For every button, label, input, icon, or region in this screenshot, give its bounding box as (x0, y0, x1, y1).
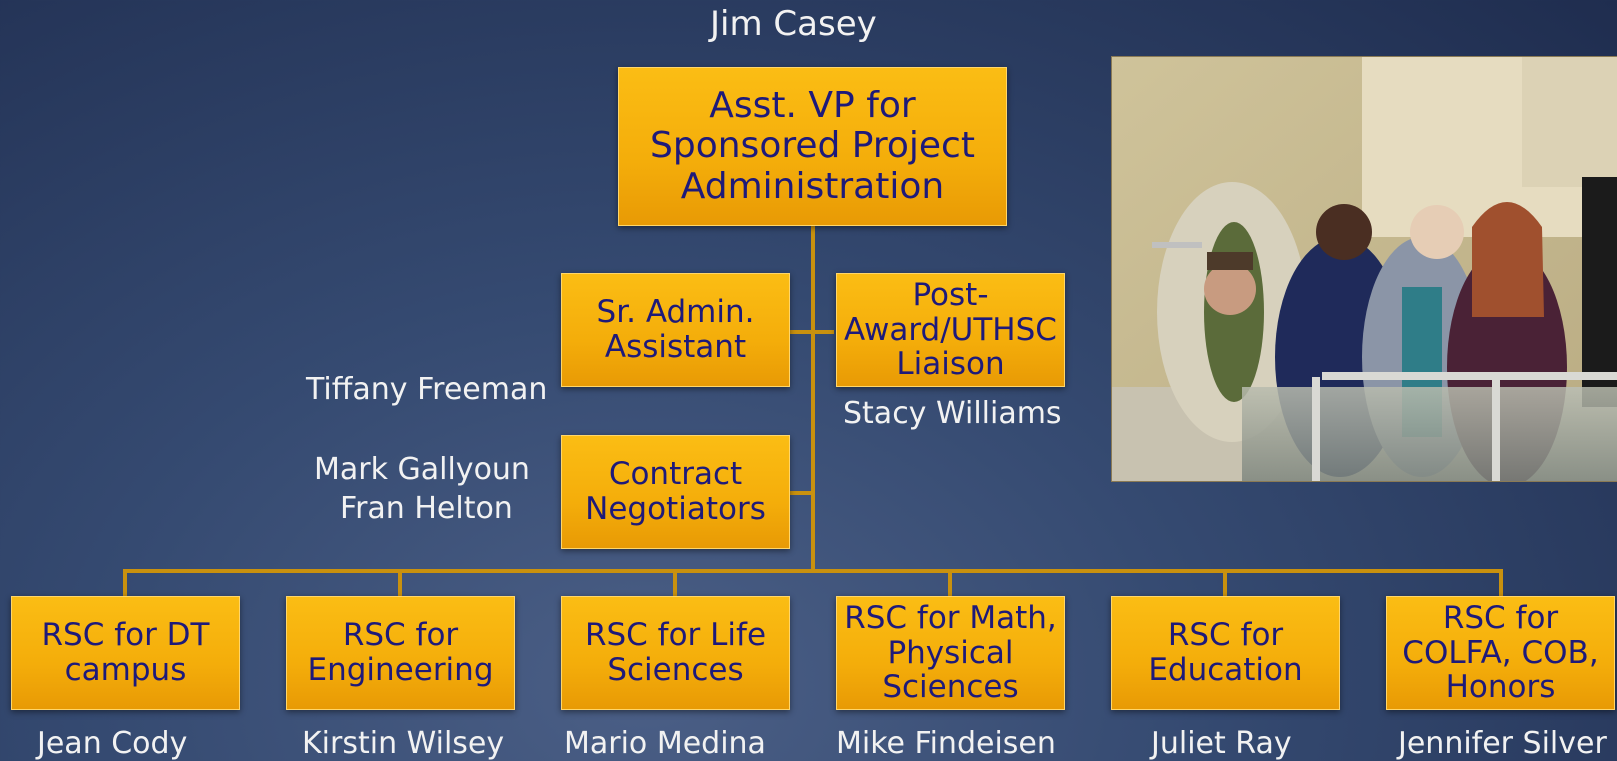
top-person-name: Jim Casey (710, 4, 877, 44)
connector-horizontal-bus (123, 569, 1503, 573)
contracts-person-1: Mark Gallyoun (314, 452, 530, 487)
rsc-box-education: RSC for Education (1111, 596, 1340, 710)
contracts-person-2: Fran Helton (340, 491, 513, 526)
rsc-person-3: Mike Findeisen (836, 726, 1056, 761)
rsc-person-0: Jean Cody (37, 726, 188, 761)
connector-sr-admin (790, 330, 834, 334)
liaison-person: Stacy Williams (843, 396, 1062, 431)
contracts-box: Contract Negotiators (561, 435, 790, 549)
connector-rsc-0 (123, 569, 127, 597)
sr-admin-box: Sr. Admin. Assistant (561, 273, 790, 387)
connector-rsc-2 (673, 569, 677, 597)
rsc-box-dt-campus: RSC for DT campus (11, 596, 240, 710)
rsc-box-engineering: RSC for Engineering (286, 596, 515, 710)
connector-contracts (790, 491, 813, 495)
connector-rsc-3 (948, 569, 952, 597)
connector-rsc-1 (398, 569, 402, 597)
sr-admin-person: Tiffany Freeman (306, 372, 548, 407)
rsc-person-5: Jennifer Silver (1398, 726, 1607, 761)
rsc-box-life-sciences: RSC for Life Sciences (561, 596, 790, 710)
rsc-person-2: Mario Medina (564, 726, 766, 761)
connector-rsc-5 (1499, 569, 1503, 597)
rsc-person-1: Kirstin Wilsey (302, 726, 505, 761)
connector-rsc-4 (1223, 569, 1227, 597)
rsc-box-colfa-cob: RSC for COLFA, COB, Honors (1386, 596, 1615, 710)
liaison-box: Post- Award/UTHSC Liaison (836, 273, 1065, 387)
connector-vertical-main (811, 226, 815, 571)
team-photo (1111, 56, 1617, 482)
rsc-person-4: Juliet Ray (1151, 726, 1292, 761)
rsc-box-math-physical: RSC for Math, Physical Sciences (836, 596, 1065, 710)
top-position-box: Asst. VP for Sponsored Project Administr… (618, 67, 1007, 226)
